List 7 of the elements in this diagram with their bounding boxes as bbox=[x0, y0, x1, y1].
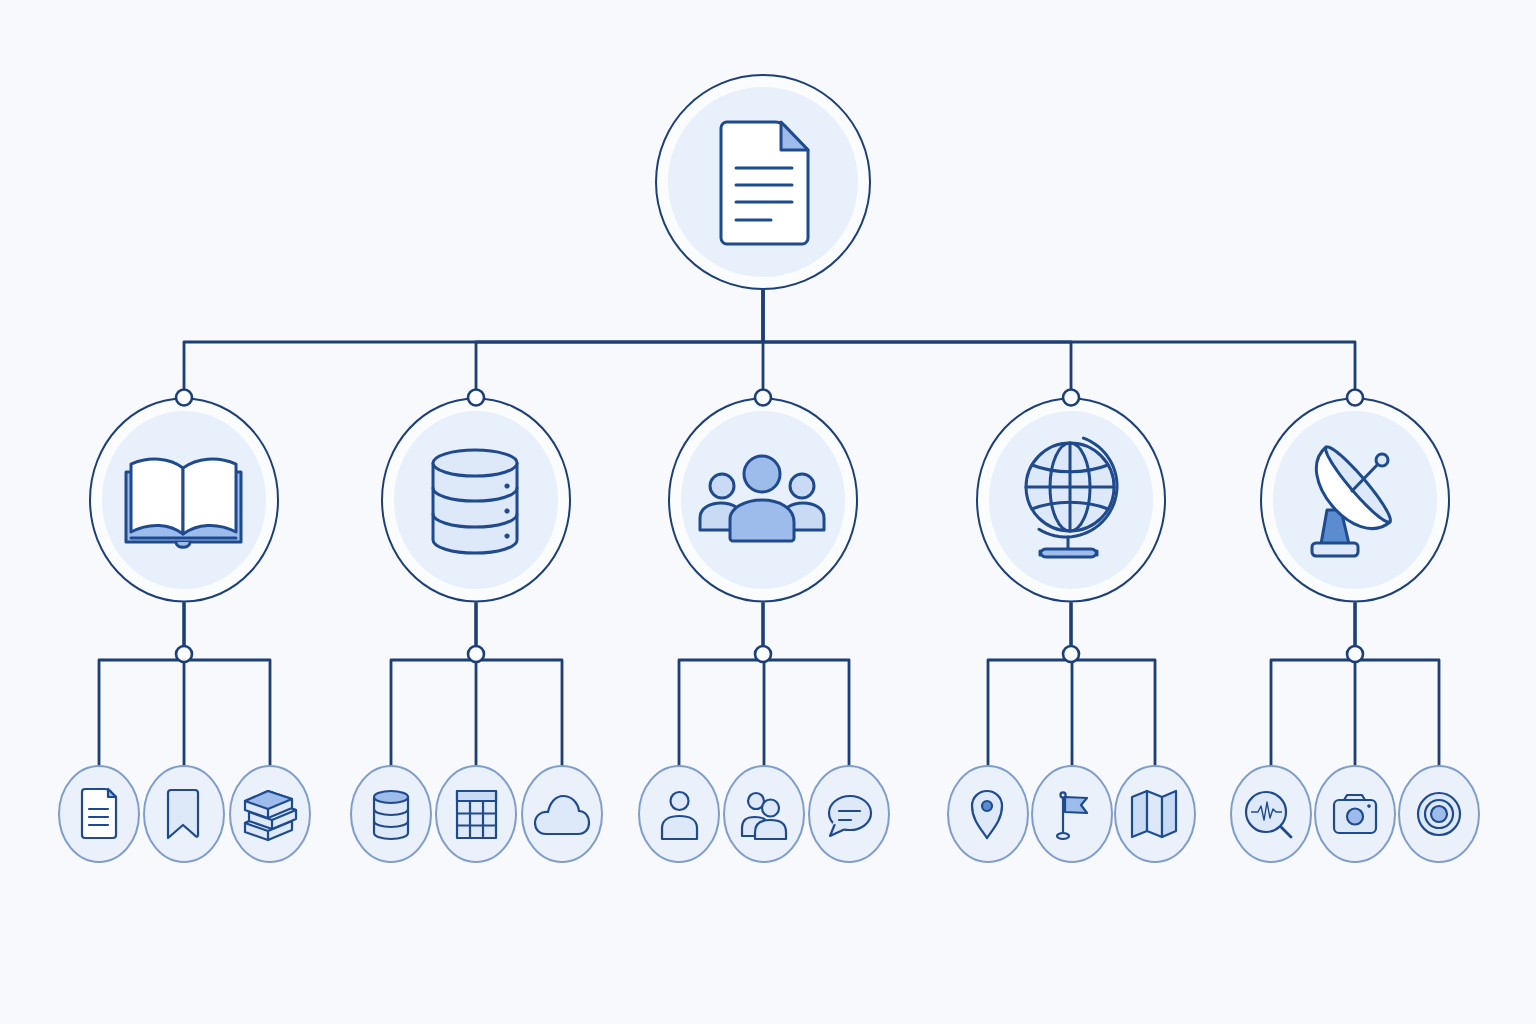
connector-line bbox=[1069, 602, 1157, 765]
connector-line bbox=[182, 602, 272, 765]
connector-line bbox=[761, 290, 1365, 407]
icon-circle bbox=[1031, 765, 1113, 863]
connector-line bbox=[1353, 602, 1441, 765]
connector-line bbox=[761, 602, 851, 765]
connector-line bbox=[474, 602, 564, 765]
